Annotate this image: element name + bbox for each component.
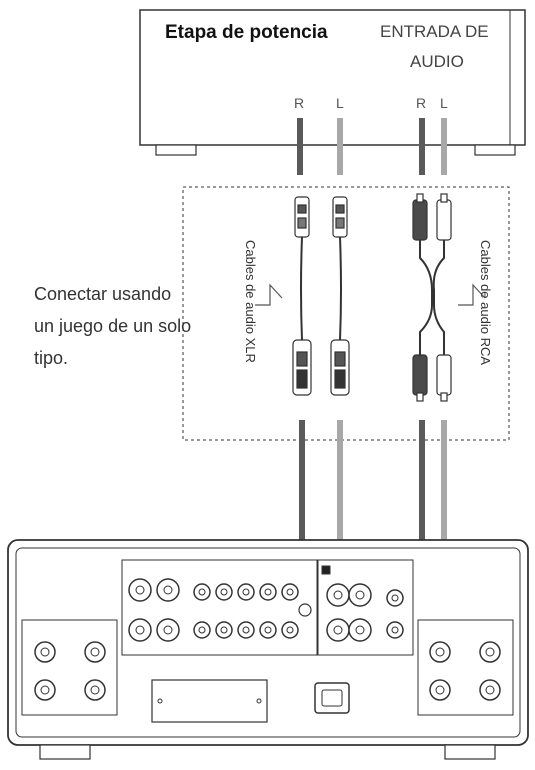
power-amplifier [139, 9, 526, 156]
integrated-amp-foot-right [444, 744, 496, 760]
audio-input-label-line2: AUDIO [410, 52, 464, 71]
blank-plate [151, 679, 268, 723]
xlr-cable-pair [292, 196, 350, 396]
channel-label-xlr-l: L [336, 95, 344, 111]
integrated-amplifier [7, 539, 529, 760]
amp-foot-right [474, 144, 516, 156]
channel-label-rca-l: L [440, 95, 448, 111]
upper-cables [297, 118, 447, 175]
input-panel [121, 559, 318, 656]
xlr-cable-label: Cables de audio XLR [243, 240, 258, 363]
direction-arrows [255, 283, 486, 306]
cable-set-box [182, 186, 510, 441]
rca-cable-label: Cables de audio RCA [478, 240, 493, 366]
integrated-amp-foot-left [39, 744, 91, 760]
xlr-direction-arrow [255, 283, 283, 306]
channel-label-rca-r: R [416, 95, 427, 111]
speaker-terminals-left [21, 619, 118, 716]
rca-direction-arrow [458, 283, 486, 306]
speaker-terminals-right [417, 619, 514, 716]
pre-out-panel [317, 559, 414, 656]
rca-cable-pair [412, 193, 452, 402]
amp-foot-left [155, 144, 197, 156]
power-amp-title: Etapa de potencia [165, 22, 328, 43]
audio-input-label: ENTRADA DE [380, 22, 489, 41]
channel-label-xlr-r: R [294, 95, 305, 111]
instruction-text: Conectar usando un juego de un solo tipo… [34, 284, 192, 368]
